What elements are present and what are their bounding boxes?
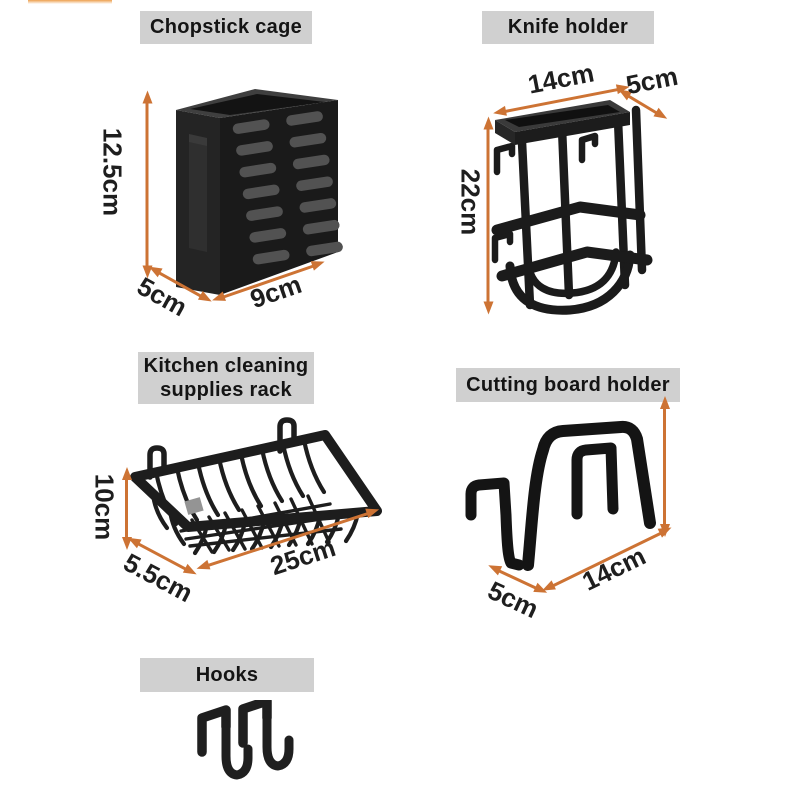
section-title-cleaning-rack: Kitchen cleaning supplies rack — [138, 352, 314, 404]
chopstick-cage-illustration — [176, 89, 343, 295]
chopstick-height-arrow — [145, 100, 149, 269]
knife-height-arrow — [486, 126, 490, 305]
cutting-board-depth-dim: 5cm — [483, 574, 544, 625]
section-title-cutting-board-holder: Cutting board holder — [456, 368, 680, 402]
top-edge-orange-fragment — [28, 0, 112, 4]
section-title-knife-holder: Knife holder — [482, 11, 654, 44]
cutting-board-holder-illustration — [465, 420, 656, 571]
section-title-text: Hooks — [195, 663, 259, 686]
section-title-text-line2: supplies rack — [160, 379, 292, 401]
section-title-hooks: Hooks — [140, 658, 314, 692]
rack-height-dim: 10cm — [89, 473, 120, 541]
knife-height-dim: 22cm — [455, 168, 486, 236]
section-title-text-line1: Kitchen cleaning — [143, 354, 309, 377]
cleaning-rack-illustration — [130, 417, 382, 556]
cutting-board-height-arrow — [663, 406, 666, 527]
section-title-text: Knife holder — [507, 16, 629, 39]
chopstick-height-dim: 12.5cm — [97, 127, 128, 217]
section-title-text: Chopstick cage — [149, 16, 303, 39]
section-title-text: Cutting board holder — [466, 373, 670, 396]
knife-holder-illustration — [491, 100, 653, 315]
rack-height-arrow — [125, 477, 128, 540]
section-title-chopstick-cage: Chopstick cage — [140, 11, 312, 44]
hooks-illustration — [197, 700, 294, 780]
